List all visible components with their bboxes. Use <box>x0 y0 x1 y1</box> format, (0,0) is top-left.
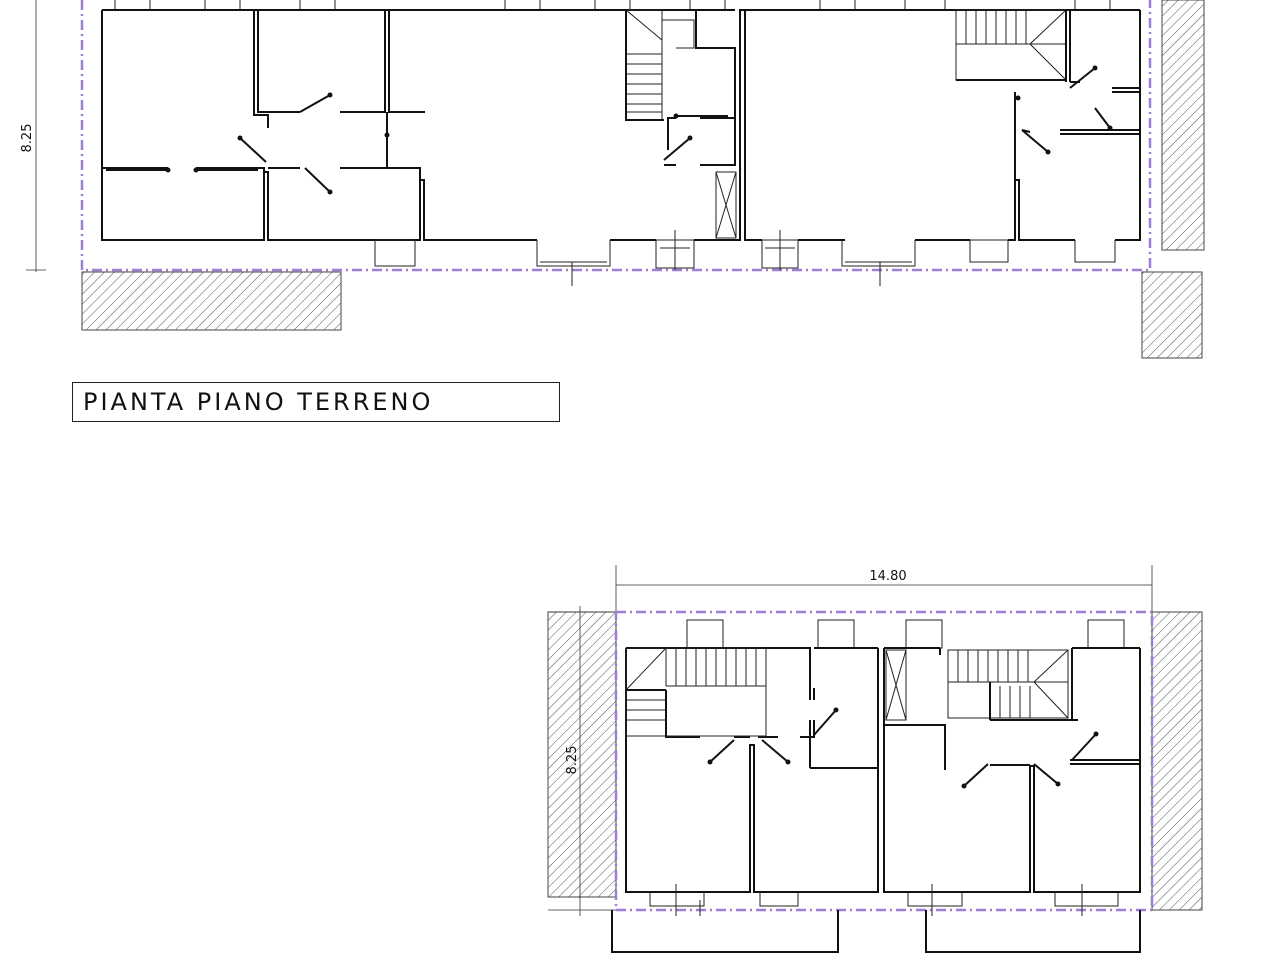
hatch-wall-right <box>1161 0 1205 251</box>
ground-outer-wall-left <box>101 10 537 241</box>
ground-door-swings <box>106 65 1113 195</box>
ground-boundary <box>80 0 1152 272</box>
first-cabinet <box>885 649 907 721</box>
first-balcony-right <box>925 910 1141 953</box>
ground-window-a <box>536 240 611 267</box>
hatch-wall-right-bottom <box>1141 271 1203 359</box>
first-door-swings <box>707 707 1099 789</box>
first-balcony-left <box>611 910 839 953</box>
ground-partition-a <box>253 9 425 128</box>
first-outer-walls <box>625 648 1141 893</box>
first-left-partitions <box>626 688 878 769</box>
ground-stair-right <box>955 9 1067 81</box>
first-top-walls <box>626 647 1140 700</box>
ground-top-edge <box>114 0 1111 11</box>
first-width-label: 14.80 <box>869 569 906 584</box>
ground-height-label: 8.25 <box>20 124 35 153</box>
first-chimney-d <box>1087 619 1125 649</box>
first-dimension-horizontal: 14.80 <box>615 565 1153 612</box>
ground-dimension-vertical: 8.25 <box>20 0 46 272</box>
ground-stair-left <box>625 9 695 121</box>
first-dimension-vertical: 8.25 <box>548 606 616 916</box>
ground-window-c <box>1074 240 1116 263</box>
ground-window-b <box>841 240 916 267</box>
hatch-wall-left <box>81 271 342 331</box>
first-windows <box>649 884 1119 916</box>
hatch-wall-first-right <box>1151 611 1203 911</box>
ground-service-wall <box>664 10 736 166</box>
ground-partition-b <box>102 167 421 180</box>
first-chimney-b <box>817 619 855 649</box>
hatch-wall-first-left <box>547 611 617 898</box>
first-boundary <box>614 610 1154 912</box>
ground-bay-d <box>969 239 1009 263</box>
ground-floor-title: PIANTA PIANO TERRENO <box>72 382 560 422</box>
first-chimney-c <box>905 619 943 649</box>
first-stair-right <box>947 649 1069 720</box>
ground-outer-wall-mid <box>610 9 1141 241</box>
first-stair-left <box>625 647 767 737</box>
ground-axis-ticks <box>571 230 881 286</box>
first-cabinet-x <box>885 649 907 721</box>
ground-floor-title-text: PIANTA PIANO TERRENO <box>83 388 434 416</box>
first-chimney-a <box>686 619 724 649</box>
ground-cabinet <box>715 171 737 239</box>
first-floor-plan: 14.80 8.25 <box>547 565 1203 953</box>
ground-bay-a <box>374 239 416 267</box>
first-right-partitions <box>884 648 1140 770</box>
ground-floor-plan: 8.25 <box>20 0 1205 359</box>
first-height-label: 8.25 <box>565 746 580 775</box>
ground-cabinet-x <box>715 171 737 239</box>
ground-right-partitions <box>1014 10 1140 180</box>
